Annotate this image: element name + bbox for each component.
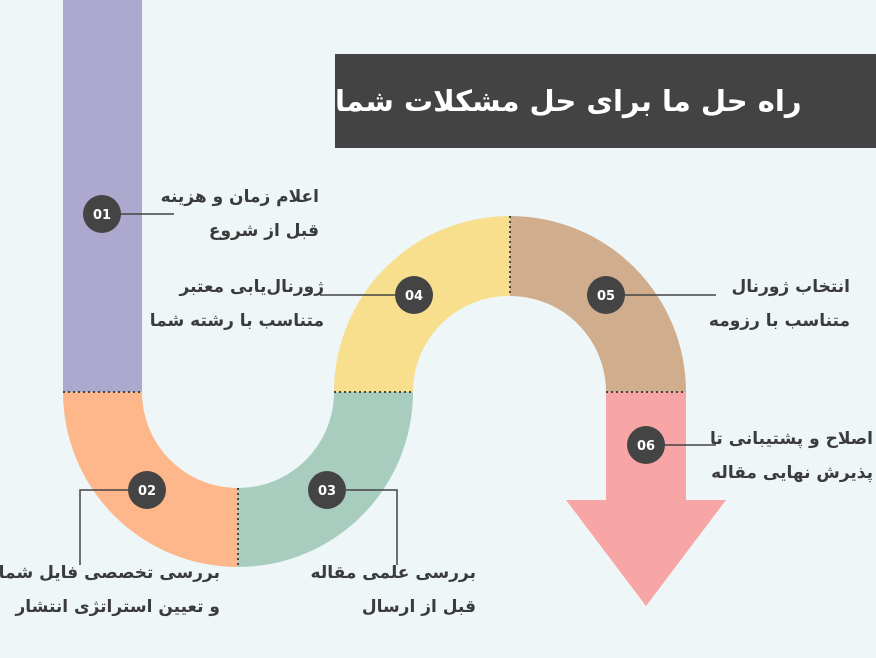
step-05-label: انتخاب ژورنال متناسب با رزومه: [709, 270, 850, 338]
step-02-label: بررسی تخصصی فایل شما و تعیین استراتژی ان…: [0, 556, 220, 624]
step-01-label: اعلام زمان و هزینه قبل از شروع: [161, 180, 319, 248]
step-06-badge: 06: [627, 426, 665, 464]
step-02-number: 02: [138, 484, 156, 499]
page-title-text: راه حل ما برای حل مشکلات شما: [335, 84, 802, 118]
step-05-number: 05: [597, 289, 615, 304]
step-05-badge: 05: [587, 276, 625, 314]
step-03-line2: قبل از ارسال: [361, 597, 476, 617]
step-06-number: 06: [637, 439, 655, 454]
step-01-number: 01: [93, 208, 111, 223]
step-01-line2: قبل از شروع: [208, 221, 319, 241]
step-02-badge: 02: [128, 471, 166, 509]
step-06-label: اصلاح و پشتیبانی تا پذیرش نهایی مقاله: [710, 422, 873, 490]
step-04-number: 04: [405, 289, 423, 304]
step-03-line1: بررسی علمی مقاله: [310, 563, 476, 583]
step-05-line2: متناسب با رزومه: [708, 311, 850, 331]
step-06-arrow: [566, 392, 726, 606]
page-title: راه حل ما برای حل مشکلات شما: [335, 54, 876, 148]
step-02-line1: بررسی تخصصی فایل شما: [0, 563, 220, 583]
segment-separators: [63, 216, 686, 567]
step-03-label: بررسی علمی مقاله قبل از ارسال: [311, 556, 476, 624]
step-04-line1: ژورنال‌یابی معتبر: [179, 277, 325, 297]
step-01-line1: اعلام زمان و هزینه: [160, 187, 319, 207]
step-01-badge: 01: [83, 195, 121, 233]
step-05-line1: انتخاب ژورنال: [731, 277, 850, 297]
step-04-line2: متناسب با رشته شما: [149, 311, 324, 331]
step-02-line2: و تعیین استراتژی انتشار: [15, 597, 220, 617]
step-03-number: 03: [318, 484, 336, 499]
step-04-badge: 04: [395, 276, 433, 314]
step-04-label: ژورنال‌یابی معتبر متناسب با رشته شما: [150, 270, 324, 338]
step-06-line2: پذیرش نهایی مقاله: [711, 463, 873, 483]
step-03-badge: 03: [308, 471, 346, 509]
step-06-line1: اصلاح و پشتیبانی تا: [710, 429, 873, 449]
